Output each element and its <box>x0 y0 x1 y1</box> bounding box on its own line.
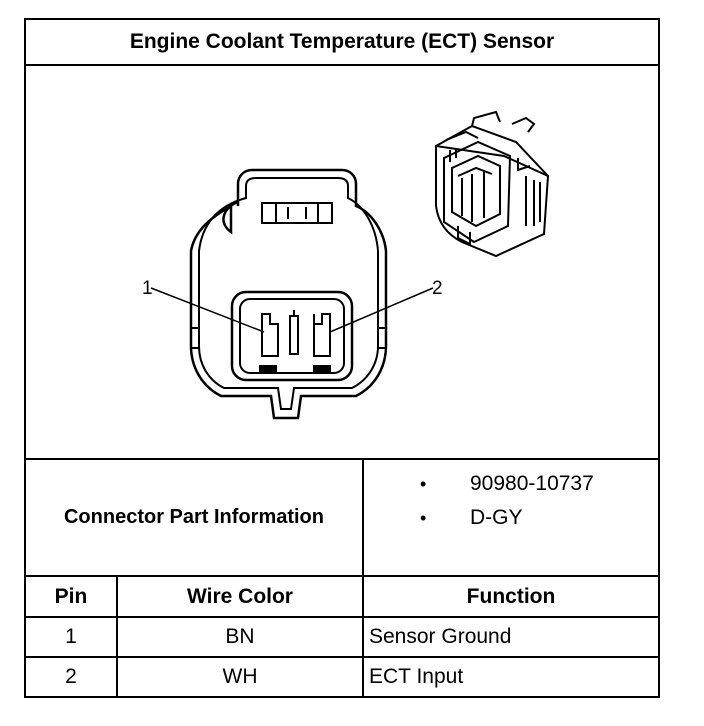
header-wire-color: Wire Color <box>118 577 364 616</box>
table-row: 2 WH ECT Input <box>26 658 658 696</box>
pin-1-callout: 1 <box>142 278 153 299</box>
part-info-label: Connector Part Information <box>26 460 364 575</box>
bullet-icon: • <box>420 507 427 528</box>
pin-number: 1 <box>26 618 118 656</box>
sheet-title: Engine Coolant Temperature (ECT) Sensor <box>26 20 658 66</box>
connector-face-view <box>150 168 434 420</box>
part-number: 90980-10737 <box>470 472 594 495</box>
part-info-list: • 90980-10737 • D-GY <box>364 460 658 575</box>
connector-sheet: Engine Coolant Temperature (ECT) Sensor <box>24 18 660 698</box>
connector-figure: 1 2 <box>26 66 658 460</box>
connector-color: D-GY <box>470 506 523 529</box>
wire-color: BN <box>118 618 364 656</box>
table-row: 1 BN Sensor Ground <box>26 618 658 658</box>
table-header-row: Pin Wire Color Function <box>26 577 658 618</box>
wire-color: WH <box>118 658 364 696</box>
bullet-icon: • <box>420 473 427 494</box>
pin-function: Sensor Ground <box>369 625 512 648</box>
header-function: Function <box>466 584 556 608</box>
pin-table: Pin Wire Color Function 1 BN Sensor Grou… <box>26 577 658 696</box>
connector-part-info: Connector Part Information • 90980-10737… <box>26 460 658 577</box>
connector-illustration: 1 2 <box>142 110 550 420</box>
pin-number: 2 <box>26 658 118 696</box>
connector-isometric-view <box>435 110 550 258</box>
pin-function: ECT Input <box>369 665 464 688</box>
pin-2-callout: 2 <box>432 278 443 299</box>
header-pin: Pin <box>26 577 118 616</box>
